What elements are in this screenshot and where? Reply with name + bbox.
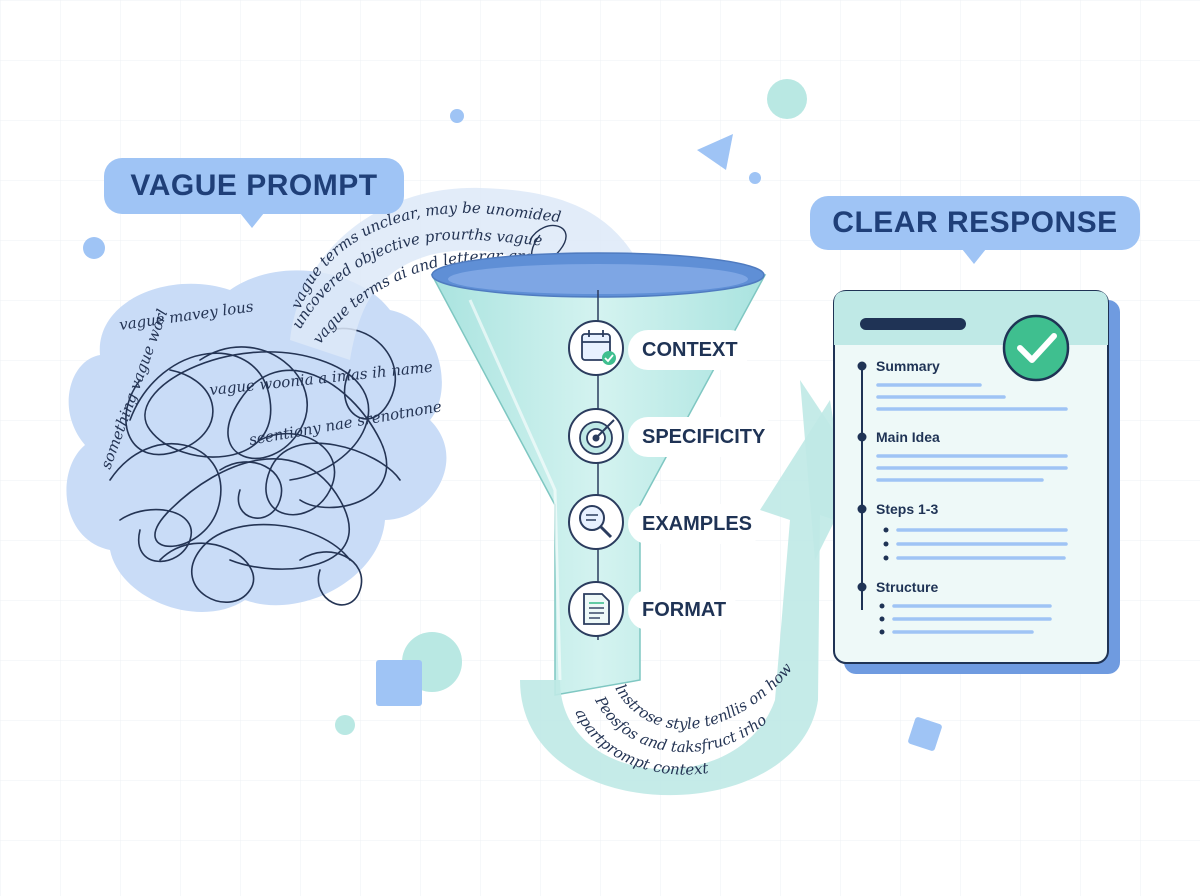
vague-cloud: vague mavey lous vague woonia a imas ih … (66, 270, 447, 612)
document-title-bar (860, 318, 966, 330)
decorative-shapes (83, 79, 942, 751)
step-examples-text: EXAMPLES (642, 512, 753, 535)
step-label-examples: EXAMPLES (628, 504, 765, 544)
magnifier-icon (568, 494, 624, 550)
response-document: Summary Main Idea Steps 1-3 Structure (833, 290, 1120, 674)
step-label-specificity: SPECIFICITY (628, 417, 778, 457)
doc-text-lines (876, 383, 1068, 634)
calendar-check-icon (568, 320, 624, 376)
doc-section-structure: Structure (876, 579, 938, 595)
doc-section-steps: Steps 1-3 (876, 501, 938, 517)
document-list-icon (568, 581, 624, 637)
vague-prompt-label: VAGUE PROMPT (104, 158, 404, 228)
doc-bullets (879, 527, 889, 635)
step-specificity-text: SPECIFICITY (642, 425, 766, 448)
step-label-format: FORMAT (628, 590, 739, 630)
doc-section-summary: Summary (876, 358, 940, 374)
funnel-step-icons (568, 320, 624, 637)
check-circle-icon (1002, 314, 1070, 382)
step-context-text: CONTEXT (642, 338, 738, 361)
target-icon (568, 408, 624, 464)
clear-response-label: CLEAR RESPONSE (810, 196, 1140, 264)
step-format-text: FORMAT (642, 598, 727, 621)
doc-section-main-idea: Main Idea (876, 429, 940, 445)
step-label-context: CONTEXT (628, 330, 750, 370)
